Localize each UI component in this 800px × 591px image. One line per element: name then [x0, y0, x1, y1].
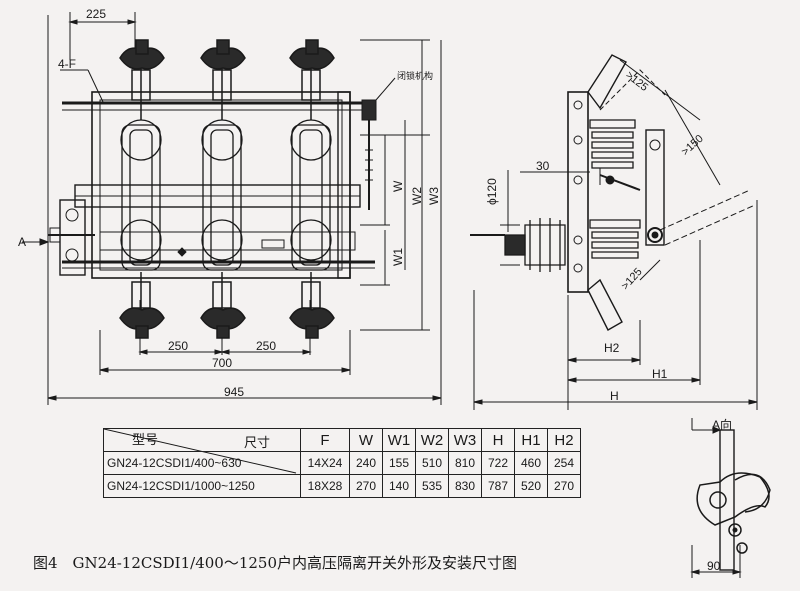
- front-view: [22, 12, 442, 405]
- value-cell: 270: [349, 474, 383, 498]
- corner-label-size: 尺寸: [243, 435, 270, 450]
- col-header-w1: W1: [382, 428, 416, 452]
- col-header-h: H: [481, 428, 515, 452]
- col-header-h1: H1: [514, 428, 548, 452]
- dim-w2: W2: [410, 187, 424, 205]
- value-cell: 535: [415, 474, 449, 498]
- col-header-f: F: [300, 428, 350, 452]
- value-cell: 155: [382, 451, 416, 475]
- figure-caption: 图4 GN24-12CSDⅠ1/400～1250户内高压隔离开关外形及安装尺寸图: [33, 554, 518, 572]
- value-cell: 270: [547, 474, 581, 498]
- a-view: [690, 418, 771, 578]
- dim-a-view-width: 90: [707, 559, 721, 573]
- col-header-w2: W2: [415, 428, 449, 452]
- value-cell: 520: [514, 474, 548, 498]
- dim-h: H: [610, 389, 619, 403]
- dim-w1: W1: [391, 248, 405, 266]
- value-cell: 460: [514, 451, 548, 475]
- value-cell: 787: [481, 474, 515, 498]
- dim-30: 30: [536, 159, 550, 173]
- corner-label-model: 型号: [132, 432, 159, 447]
- dim-pitch-right: 250: [256, 339, 277, 353]
- table-corner: 尺寸 型号: [103, 428, 301, 452]
- dim-tap-label: 4-F: [58, 57, 76, 71]
- dim-middle-span: 700: [212, 356, 233, 370]
- value-cell: 810: [448, 451, 482, 475]
- value-cell: 722: [481, 451, 515, 475]
- dim-h2: H2: [604, 341, 620, 355]
- dim-w3: W3: [427, 187, 441, 205]
- value-cell: 254: [547, 451, 581, 475]
- dim-overall: 945: [224, 385, 245, 399]
- col-header-w: W: [349, 428, 383, 452]
- table-row: GN24-12CSDI1/400~630 14X24 240 155 510 8…: [103, 451, 581, 475]
- value-cell: 830: [448, 474, 482, 498]
- dim-w: W: [391, 180, 405, 192]
- dim-pitch-left: 250: [168, 339, 189, 353]
- table-header-row: 尺寸 型号 F W W1 W2 W3 H H1 H2: [103, 428, 581, 452]
- dim-diameter: ϕ120: [485, 178, 499, 205]
- table-row: GN24-12CSDI1/1000~1250 18X28 270 140 535…: [103, 474, 581, 498]
- model-cell: GN24-12CSDI1/400~630: [103, 451, 301, 475]
- section-marker-a: A: [18, 235, 27, 249]
- value-cell: 140: [382, 474, 416, 498]
- value-cell: 18X28: [300, 474, 350, 498]
- col-header-h2: H2: [547, 428, 581, 452]
- dimension-table: 尺寸 型号 F W W1 W2 W3 H H1 H2 GN24-12CSDI1/…: [103, 428, 581, 498]
- side-view: [470, 54, 758, 410]
- value-cell: 14X24: [300, 451, 350, 475]
- dim-h1: H1: [652, 367, 668, 381]
- a-view-title: A向: [712, 418, 733, 432]
- value-cell: 240: [349, 451, 383, 475]
- label-interlock-mechanism: 闭锁机构: [397, 71, 434, 81]
- col-header-w3: W3: [448, 428, 482, 452]
- value-cell: 510: [415, 451, 449, 475]
- dim-top-width: 225: [86, 7, 107, 21]
- model-cell: GN24-12CSDI1/1000~1250: [103, 474, 301, 498]
